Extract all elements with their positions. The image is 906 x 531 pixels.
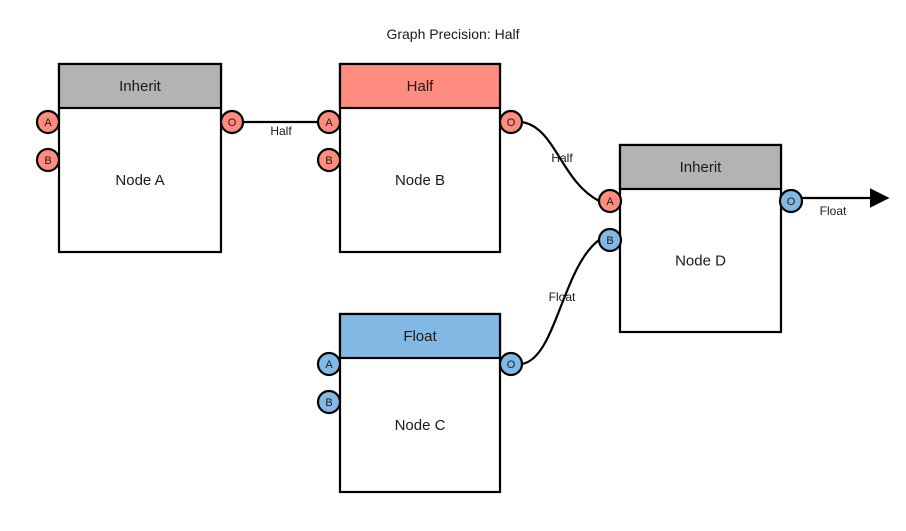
port-a-out[interactable]: O [219, 109, 245, 135]
port-b-out[interactable]: O [498, 109, 524, 135]
port-circle-d-out[interactable] [778, 188, 804, 214]
port-c-out[interactable]: O [498, 351, 524, 377]
port-letter-d-in-a: A [606, 196, 614, 208]
node-header-label-node-a: Inherit [119, 78, 162, 95]
node-name-label-node-a: Node A [115, 172, 164, 189]
edge-edge-b-to-d[interactable] [521, 120, 600, 202]
port-letter-c-in-a: A [325, 359, 333, 371]
port-a-in-b[interactable]: B [35, 147, 61, 173]
port-c-in-a[interactable]: A [316, 351, 342, 377]
port-letter-a-in-b: B [44, 155, 51, 167]
edge-label-edge-a-to-b: Half [270, 124, 292, 138]
page-title: Graph Precision: Half [386, 26, 520, 42]
port-letter-d-out: O [787, 196, 796, 208]
port-circle-d-in-a[interactable] [597, 188, 623, 214]
node-header-node-a[interactable] [57, 62, 223, 110]
node-header-node-c[interactable] [338, 312, 502, 360]
edge-label-edge-b-to-d: Half [551, 151, 573, 165]
port-b-in-a[interactable]: A [316, 109, 342, 135]
port-letter-b-in-b: B [325, 155, 332, 167]
port-circle-a-in-a[interactable] [35, 109, 61, 135]
edge-edge-c-to-d[interactable] [521, 239, 600, 366]
port-letter-a-in-a: A [44, 117, 52, 129]
port-circle-c-out[interactable] [498, 351, 524, 377]
node-header-label-node-d: Inherit [680, 159, 723, 176]
port-circle-d-in-b[interactable] [597, 227, 623, 253]
port-d-out[interactable]: O [778, 188, 804, 214]
node-name-label-node-d: Node D [675, 253, 726, 270]
port-letter-a-out: O [228, 117, 237, 129]
port-circle-c-in-a[interactable] [316, 351, 342, 377]
port-circle-b-out[interactable] [498, 109, 524, 135]
node-name-label-node-b: Node B [395, 172, 445, 189]
port-c-in-b[interactable]: B [316, 389, 342, 415]
port-letter-d-in-b: B [606, 235, 613, 247]
port-circle-b-in-b[interactable] [316, 147, 342, 173]
port-circle-a-in-b[interactable] [35, 147, 61, 173]
port-d-in-b[interactable]: B [597, 227, 623, 253]
port-letter-b-in-a: A [325, 117, 333, 129]
port-circle-b-in-a[interactable] [316, 109, 342, 135]
node-header-label-node-c: Float [403, 328, 437, 345]
edges-layer [243, 120, 890, 366]
node-header-node-d[interactable] [618, 143, 783, 191]
node-header-label-node-b: Half [407, 78, 435, 95]
ports-layer: A B O A B O A B O A B O [35, 109, 804, 415]
edge-label-edge-c-to-d: Float [549, 290, 576, 304]
port-letter-c-out: O [507, 359, 516, 371]
port-a-in-a[interactable]: A [35, 109, 61, 135]
port-letter-b-out: O [507, 117, 516, 129]
edge-label-edge-d-output: Float [820, 204, 847, 218]
port-circle-c-in-b[interactable] [316, 389, 342, 415]
port-d-in-a[interactable]: A [597, 188, 623, 214]
port-letter-c-in-b: B [325, 397, 332, 409]
port-circle-a-out[interactable] [219, 109, 245, 135]
node-name-label-node-c: Node C [395, 417, 446, 434]
port-b-in-b[interactable]: B [316, 147, 342, 173]
node-header-node-b[interactable] [338, 62, 502, 110]
